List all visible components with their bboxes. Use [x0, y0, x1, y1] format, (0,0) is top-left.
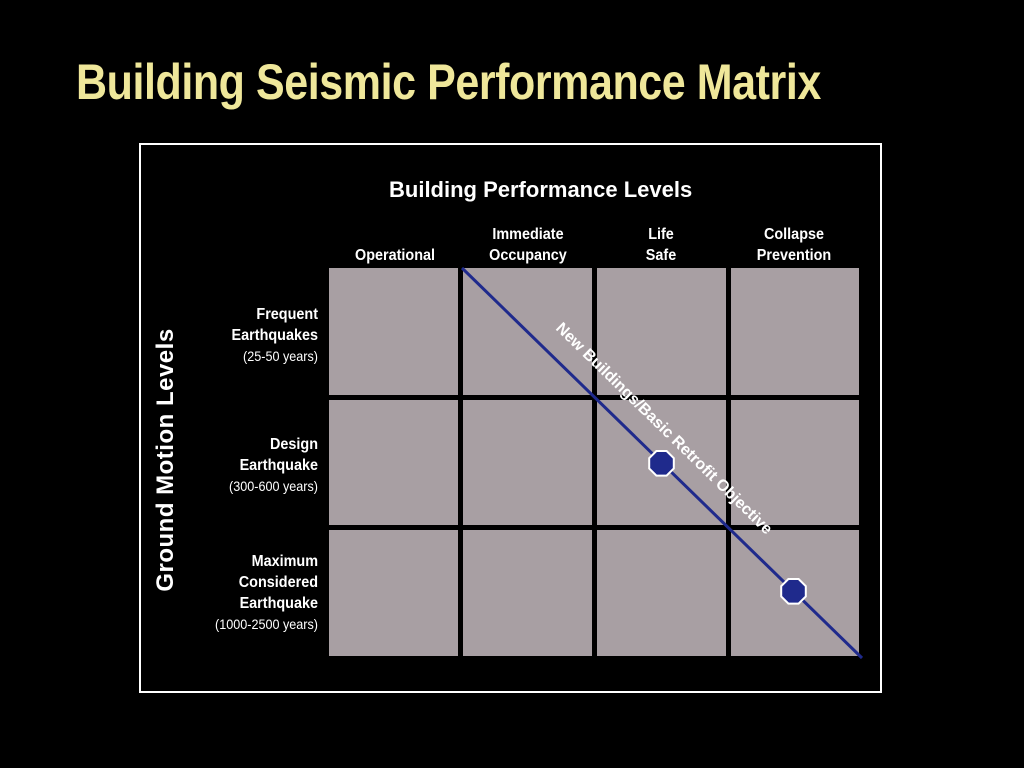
objective-marker-maximum-collapse-prevention — [780, 578, 807, 605]
performance-levels-heading: Building Performance Levels — [389, 177, 693, 202]
row-label-design-name: Design Earthquake — [239, 436, 318, 474]
objective-label: New Buildings/Basic Retrofit Objective — [552, 320, 775, 538]
matrix-cell — [463, 530, 592, 656]
matrix-frame — [139, 143, 882, 693]
column-label-life-safe: Life Safe — [645, 226, 677, 264]
row-label-frequent-years: (25-50 years) — [243, 348, 318, 364]
matrix-cell — [329, 268, 458, 395]
row-label-design-years: (300-600 years) — [229, 478, 318, 494]
row-label-maximum: Maximum Considered Earthquake (1000-2500… — [194, 551, 318, 634]
matrix-cell — [597, 268, 726, 395]
row-label-maximum-years: (1000-2500 years) — [215, 616, 318, 632]
column-label-operational: Operational — [354, 247, 436, 264]
matrix-cell — [731, 400, 859, 525]
column-label-collapse-prevention: Collapse Prevention — [756, 226, 832, 264]
matrix-cell — [329, 530, 458, 656]
matrix-cell — [463, 400, 592, 525]
row-label-frequent: Frequent Earthquakes (25-50 years) — [194, 304, 318, 366]
objective-marker-design-life-safe — [648, 450, 675, 477]
slide-title: Building Seismic Performance Matrix — [76, 54, 821, 110]
column-label-immediate-occupancy: Immediate Occupancy — [489, 226, 567, 264]
row-label-frequent-name: Frequent Earthquakes — [231, 306, 318, 344]
row-label-maximum-name: Maximum Considered Earthquake — [238, 553, 318, 612]
matrix-cell — [731, 268, 859, 395]
row-label-design: Design Earthquake (300-600 years) — [194, 434, 318, 496]
matrix-cell — [597, 530, 726, 656]
matrix-cell — [329, 400, 458, 525]
